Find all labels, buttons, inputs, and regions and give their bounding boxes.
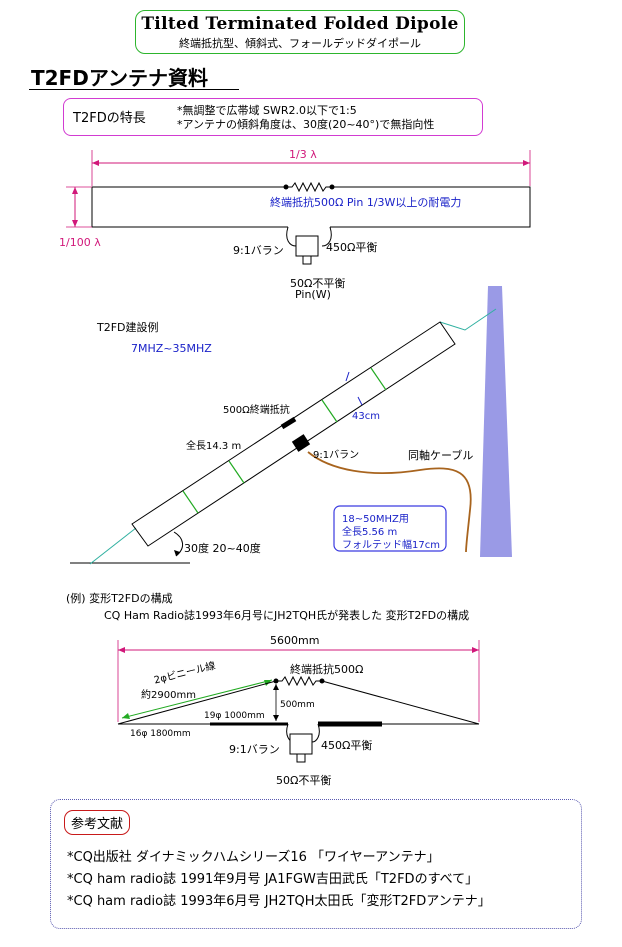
guy-wire-high — [439, 308, 497, 331]
example-title: (例) 変形T2FDの構成 — [66, 592, 173, 605]
spacer — [370, 367, 387, 391]
tower-icon — [480, 286, 512, 557]
balanced-label: 450Ω平衡 — [326, 241, 378, 254]
main-title: Tilted Terminated Folded Dipole — [141, 14, 459, 34]
balun-label: 9:1バラン — [229, 743, 280, 756]
width-label: 1/100 λ — [59, 236, 101, 249]
reference-item: *CQ ham radio誌 1991年9月号 JA1FGW吉田武氏「T2FDの… — [67, 872, 479, 887]
total-length-label: 全長14.3 m — [186, 441, 242, 452]
diagram2 — [70, 286, 512, 565]
balun-connector — [302, 255, 312, 265]
guy-wire-low — [89, 527, 137, 565]
spacing-label: 43cm — [352, 411, 380, 422]
balun-box — [289, 733, 313, 755]
spacer — [321, 399, 338, 423]
spacer — [182, 490, 199, 514]
feed-lead-right — [311, 723, 320, 743]
total-length-label: 5600mm — [270, 634, 320, 647]
balun-box — [295, 235, 319, 257]
features-box: T2FDの特長 *無調整で広帯域 SWR2.0以下で1:5 *アンテナの傾斜角度… — [63, 98, 483, 136]
feature-line-2: *アンテナの傾斜角度は、30度(20~40°)で無指向性 — [177, 118, 435, 131]
angle-arrow-icon — [174, 550, 180, 556]
angle-arc — [173, 531, 183, 557]
note-line-3: フォルテッド幅17cm — [342, 540, 440, 551]
termination-resistor — [280, 416, 297, 430]
references-title: 参考文献 — [64, 810, 131, 835]
page-heading: T2FDアンテナ資料 — [31, 66, 209, 90]
reference-item: *CQ出版社 ダイナミックハムシリーズ16 「ワイヤーアンテナ」 — [67, 850, 440, 865]
coax-cable — [307, 451, 472, 553]
upper-wire-right — [321, 680, 480, 725]
arrow-icon — [122, 713, 130, 719]
resistor-node-left — [273, 678, 279, 684]
spacing-arrow-icon — [357, 396, 363, 406]
length-label: 1/3 λ — [289, 148, 317, 161]
vinyl-length-label: 約2900mm — [141, 690, 196, 701]
arrow-up-icon — [273, 684, 279, 690]
arrow-down-icon — [273, 715, 279, 721]
arrow-down-icon — [72, 220, 78, 227]
feed-lead-left — [286, 226, 297, 247]
resistor-zigzag — [276, 675, 322, 687]
diagram3 — [117, 640, 480, 763]
band-label: 7MHZ~35MHZ — [131, 342, 212, 355]
arrow-left-icon — [92, 160, 99, 166]
balun-label: 9:1バラン — [233, 244, 284, 257]
balanced-label: 450Ω平衡 — [321, 739, 373, 752]
upper-wire-left — [117, 680, 277, 725]
diagram1 — [66, 150, 531, 265]
balun-label: 9:1バラン — [313, 450, 360, 461]
features-label: T2FDの特長 — [73, 111, 146, 126]
coax-label: 同軸ケーブル — [408, 449, 474, 462]
balun-block — [291, 434, 311, 452]
reference-item: *CQ ham radio誌 1993年6月号 JH2TQH太田氏「変形T2FD… — [67, 894, 491, 909]
resistor-label: 500Ω終端抵抗 — [223, 405, 290, 416]
band-note-box — [333, 505, 447, 552]
vinyl-dimension-line — [121, 679, 273, 719]
pipe16-label: 16φ 1800mm — [130, 729, 191, 739]
build-example-title: T2FD建設例 — [97, 321, 159, 334]
balun-connector — [296, 753, 306, 763]
resistor-label: 終端抵抗500Ω Pin 1/3W以上の耐電力 — [270, 196, 462, 209]
angle-label: 30度 20~40度 — [184, 542, 261, 555]
resistor-node-right — [329, 184, 335, 190]
resistor-zigzag — [286, 181, 332, 193]
note-line-2: 全長5.56 m — [342, 527, 398, 538]
arrow-right-icon — [472, 647, 479, 653]
resistor-label: 終端抵抗500Ω — [290, 663, 364, 676]
feed-lead-right — [321, 226, 332, 247]
resistor-node-left — [283, 184, 289, 190]
feature-line-1: *無調整で広帯域 SWR2.0以下で1:5 — [177, 104, 357, 117]
unbalanced-label: 50Ω不平衡 — [290, 277, 346, 290]
resistor-node-right — [319, 678, 325, 684]
spacer — [228, 460, 245, 484]
subtitle: 終端抵抗型、傾斜式、フォールデッドダイポール — [179, 37, 421, 50]
tilted-antenna — [131, 321, 456, 547]
heading-underline — [29, 89, 239, 90]
spacing-arrow-icon — [345, 371, 350, 382]
feed-gap — [288, 224, 330, 230]
drop-length-label: 500mm — [280, 700, 315, 710]
unbalanced-label: 50Ω不平衡 — [276, 774, 332, 787]
note-line-1: 18~50MHZ用 — [342, 514, 409, 525]
arrow-up-icon — [72, 187, 78, 194]
arrow-right-icon — [523, 160, 530, 166]
source-line: CQ Ham Radio誌1993年6月号にJH2TQH氏が発表した 変形T2F… — [104, 609, 470, 622]
pin-label: Pin(W) — [295, 288, 331, 301]
references-box: 参考文献 *CQ出版社 ダイナミックハムシリーズ16 「ワイヤーアンテナ」 *C… — [50, 799, 582, 929]
arrow-left-icon — [118, 647, 125, 653]
pipe19-label: 19φ 1000mm — [204, 711, 265, 721]
title-box: Tilted Terminated Folded Dipole 終端抵抗型、傾斜… — [135, 10, 465, 54]
